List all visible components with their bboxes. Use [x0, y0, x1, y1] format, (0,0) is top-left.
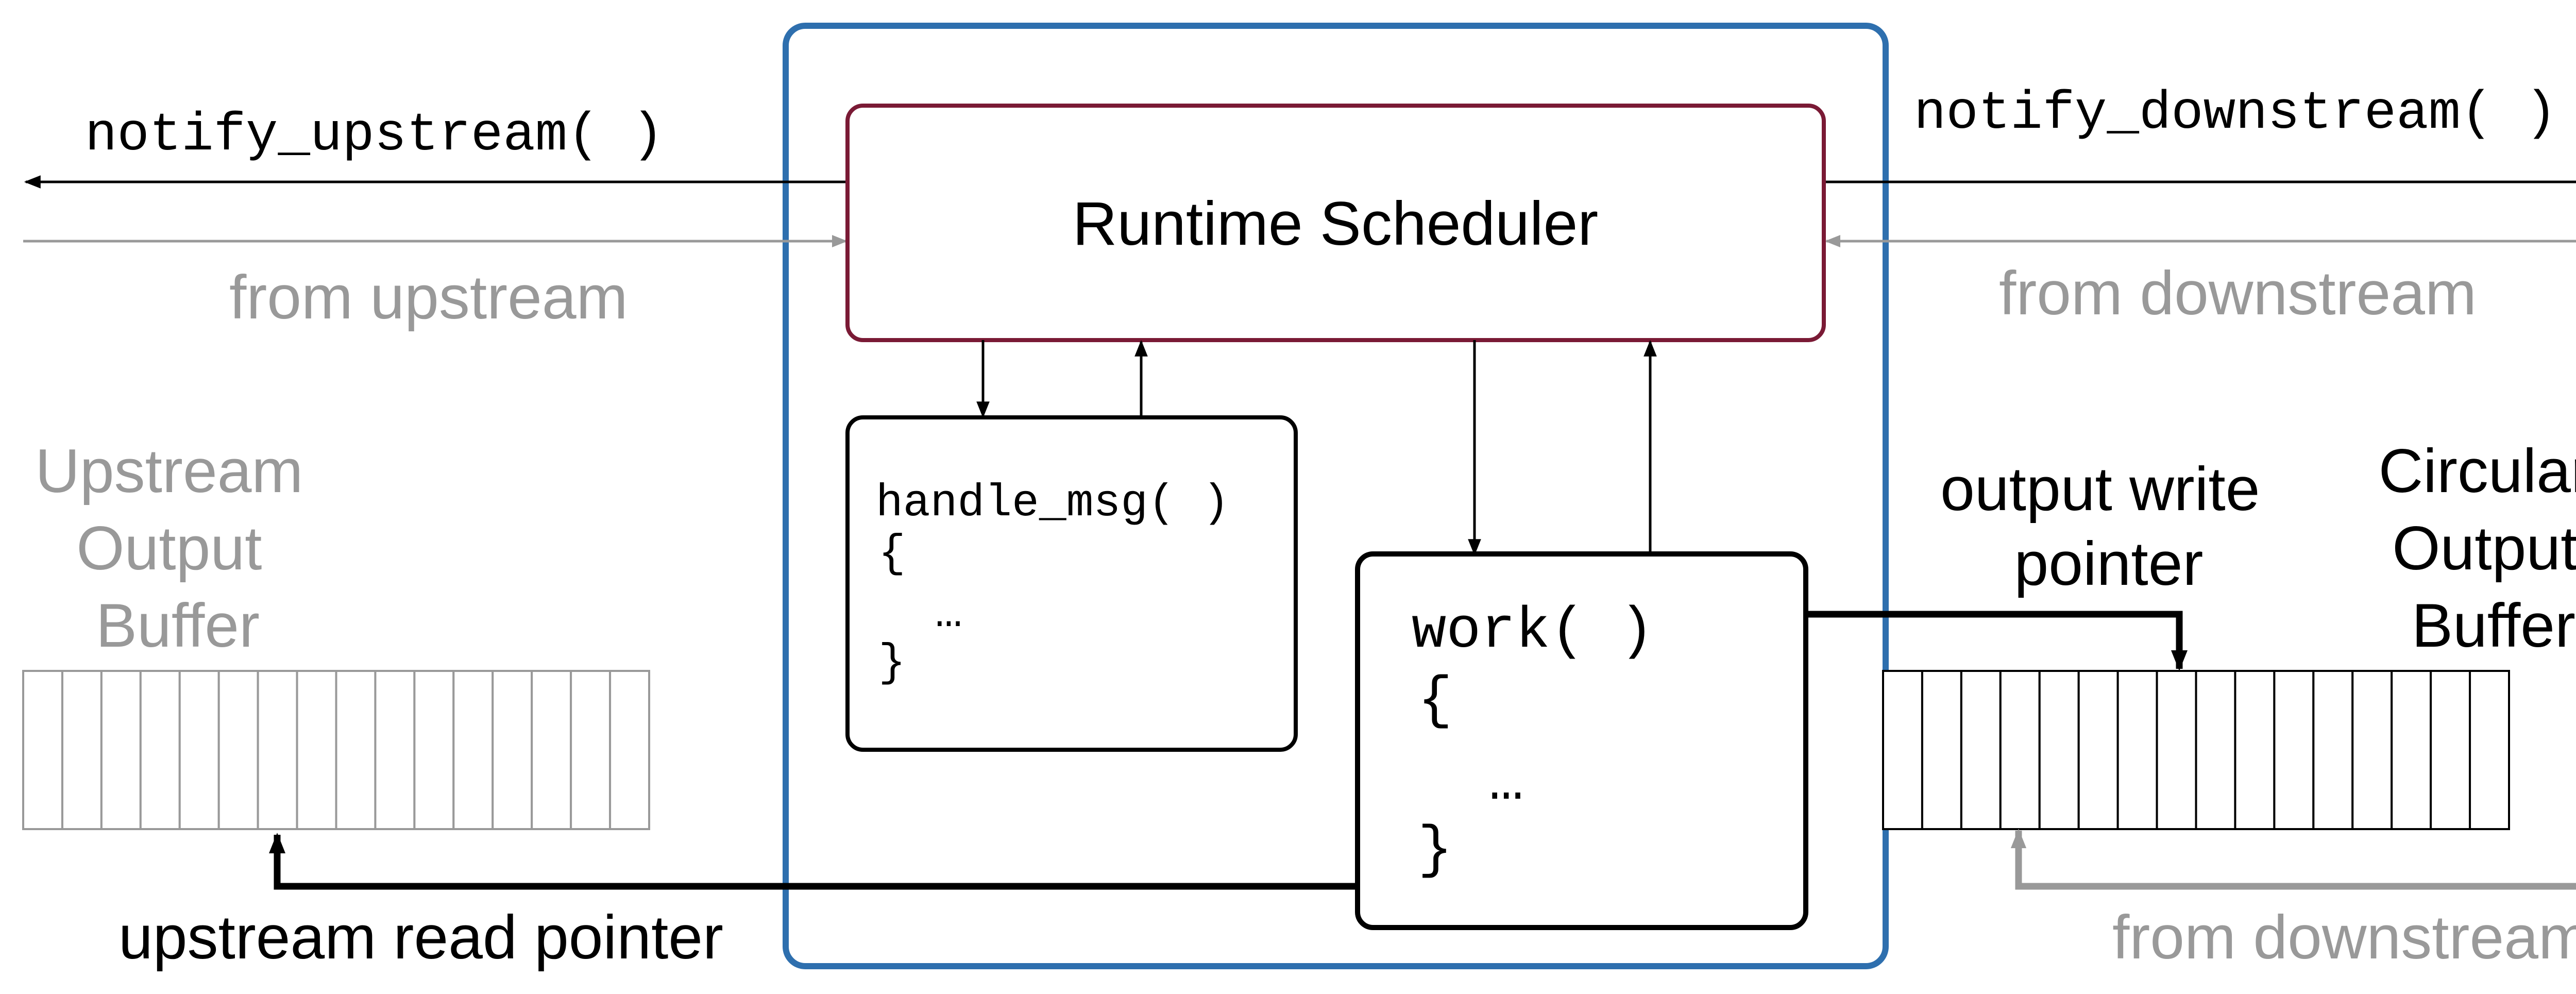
handle-msg-code-line-2: {	[878, 529, 906, 580]
upstream-buffer-cell	[139, 670, 181, 830]
upstream-buffer-cell	[61, 670, 103, 830]
upstream-buffer-title: Upstream Output Buffer	[35, 436, 320, 660]
handle-msg-code-line-3: …	[935, 589, 962, 640]
upstream-buffer-cell	[531, 670, 572, 830]
circular-output-buffer	[1882, 670, 2510, 830]
circular-buffer-cell	[2430, 670, 2471, 830]
upstream-buffer-cell	[374, 670, 416, 830]
component-container	[783, 23, 1889, 969]
circular-buffer-cell	[2469, 670, 2510, 830]
runtime-scheduler-box	[845, 104, 1826, 342]
upstream-buffer-title-line-1: Upstream	[35, 436, 303, 506]
upstream-read-pointer-arrow	[269, 833, 1358, 890]
circular-buffer-cell	[2156, 670, 2197, 830]
upstream-buffer-cell	[492, 670, 533, 830]
upstream-buffer-cell	[413, 670, 455, 830]
circular-buffer-title-line-2: Output	[2392, 514, 2576, 583]
handle-msg-box	[845, 415, 1298, 752]
from-downstream-top-label: from downstream	[1999, 259, 2477, 328]
output-write-pointer-arrow	[1806, 611, 2188, 671]
upstream-buffer-cell	[178, 670, 220, 830]
upstream-buffer-cell	[257, 670, 298, 830]
circular-buffer-cell	[2312, 670, 2354, 830]
upstream-buffer-title-line-3: Buffer	[96, 591, 260, 660]
work-box	[1355, 551, 1808, 930]
circular-buffer-cell	[2234, 670, 2276, 830]
work-code-line-3: …	[1489, 751, 1523, 816]
circular-buffer-title-line-3: Buffer	[2412, 591, 2575, 660]
output-write-pointer-line-1: output write	[1940, 454, 2260, 524]
upstream-buffer-title-line-2: Output	[76, 514, 262, 583]
upstream-read-pointer-label: upstream read pointer	[118, 903, 723, 972]
circular-buffer-title: Circular Output Buffer	[2379, 436, 2576, 660]
circular-buffer-cell	[2391, 670, 2432, 830]
output-write-pointer-label: output write pointer	[1940, 454, 2277, 598]
circular-buffer-cell	[2116, 670, 2158, 830]
circular-buffer-cell	[2077, 670, 2119, 830]
upstream-buffer-cell	[335, 670, 377, 830]
upstream-buffer-cell	[22, 670, 63, 830]
handle-msg-code-line-1: handle_msg( )	[876, 478, 1230, 529]
work-code-line-1: work( )	[1412, 599, 1654, 664]
work-code-line-2: {	[1418, 668, 1452, 734]
work-code-line-4: }	[1418, 818, 1452, 883]
circular-buffer-cell	[1999, 670, 2041, 830]
circular-buffer-cell	[1960, 670, 2002, 830]
from-downstream-bottom-label: from downstream	[2112, 903, 2576, 972]
circular-buffer-cell	[2195, 670, 2236, 830]
from-upstream-label: from upstream	[229, 263, 628, 332]
circular-buffer-cell	[2038, 670, 2080, 830]
upstream-buffer-cell	[609, 670, 650, 830]
upstream-buffer-cell	[452, 670, 494, 830]
upstream-buffer-cell	[217, 670, 259, 830]
circular-buffer-cell	[2273, 670, 2315, 830]
runtime-scheduler-label: Runtime Scheduler	[1073, 189, 1599, 258]
circular-buffer-cell	[1882, 670, 1923, 830]
upstream-buffer-cell	[296, 670, 337, 830]
handle-msg-code-line-4: }	[878, 638, 906, 689]
upstream-buffer-cell	[570, 670, 612, 830]
notify-upstream-label: notify_upstream( )	[85, 105, 664, 166]
circular-buffer-title-line-1: Circular	[2379, 436, 2576, 506]
notify-downstream-label: notify_downstream( )	[1914, 83, 2557, 144]
circular-buffer-cell	[1921, 670, 1962, 830]
upstream-output-buffer	[22, 670, 650, 830]
upstream-buffer-cell	[100, 670, 142, 830]
from-downstream-bottom-arrow	[2010, 829, 2576, 890]
circular-buffer-cell	[2351, 670, 2393, 830]
output-write-pointer-line-2: pointer	[2014, 529, 2204, 598]
